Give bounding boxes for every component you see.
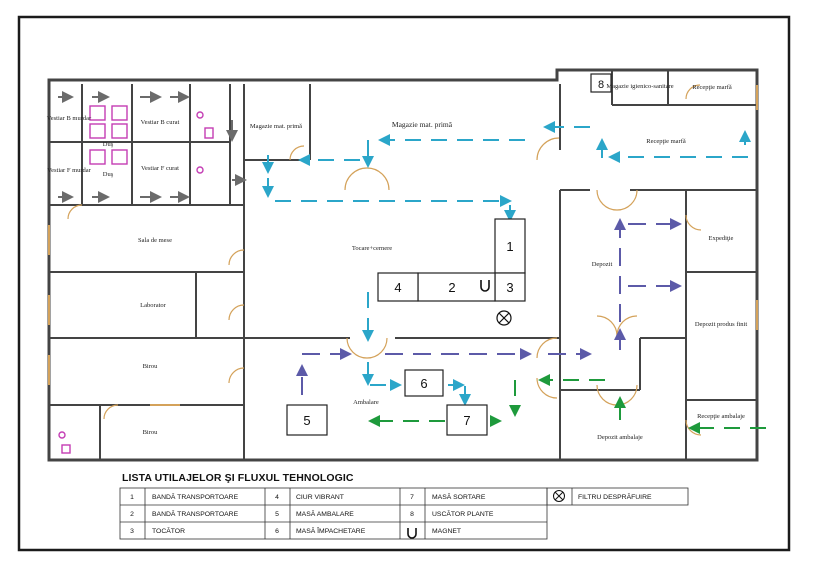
machine-2-box — [417, 272, 496, 302]
room-magazie-large: Magazie mat. primă — [392, 120, 453, 129]
machine-7-box — [446, 404, 488, 436]
room-vestiar-b-murdar: Vestiar B murdar — [47, 115, 92, 122]
room-vestiar-b-curat: Vestiar B curat — [141, 119, 180, 126]
machine-3-label: 3 — [506, 280, 513, 295]
filter-symbol — [496, 310, 512, 326]
purple-flow-arrows — [296, 218, 682, 395]
room-vestiar-f-curat: Vestiar F curat — [141, 165, 179, 172]
doors — [67, 84, 702, 436]
room-depozit: Depozit — [592, 261, 613, 268]
legend-row3-text3: MAGNET — [432, 528, 461, 535]
room-dus-2: Duş — [103, 171, 114, 178]
machine-6-box — [404, 369, 444, 397]
legend-title: LISTA UTILAJELOR ŞI FLUXUL TEHNOLOGIC — [122, 472, 354, 484]
machine-7-label: 7 — [463, 413, 470, 428]
legend-row2-text2: MASĂ AMBALARE — [296, 509, 354, 518]
legend-row2-num2: 5 — [275, 511, 279, 518]
room-sala-de-mese: Sala de mese — [138, 237, 172, 244]
legend-row1-text1: BANDĂ TRANSPORTOARE — [152, 492, 239, 501]
machine-8-box — [590, 73, 612, 93]
machine-5-label: 5 — [303, 413, 310, 428]
equipment-labels: 1 3 2 4 6 5 7 8 — [303, 79, 604, 428]
legend-table — [119, 487, 689, 540]
machine-1-label: 1 — [506, 239, 513, 254]
room-dus-1: Duş — [103, 141, 114, 148]
windows — [48, 85, 758, 406]
machine-6-label: 6 — [420, 376, 427, 391]
legend-row2-text3: USCĂTOR PLANTE — [432, 509, 494, 518]
room-birou-2: Birou — [143, 429, 159, 436]
legend-row1-num3: 7 — [410, 494, 414, 501]
shower-fixtures — [58, 105, 214, 454]
machine-4-label: 4 — [394, 280, 401, 295]
legend-row3-num1: 3 — [130, 528, 134, 535]
machine-5-box — [286, 404, 328, 436]
legend-row1-text2: CIUR VIBRANT — [296, 494, 344, 501]
legend-row2-text1: BANDĂ TRANSPORTOARE — [152, 509, 239, 518]
machine-8-label: 8 — [598, 79, 604, 91]
room-birou-1: Birou — [143, 363, 159, 370]
building-walls — [47, 68, 759, 462]
magnet-symbol — [480, 280, 490, 292]
legend-row2-num1: 2 — [130, 511, 134, 518]
room-vestiar-f-murdar: Vestiar F murdar — [47, 167, 92, 174]
legend-filter-icon — [553, 490, 565, 502]
equipment — [286, 73, 612, 436]
legend-row1-text3: MASĂ SORTARE — [432, 492, 486, 501]
room-expeditie: Expediţie — [709, 235, 734, 242]
legend-magnet-icon — [407, 528, 417, 539]
legend-row2-num3: 8 — [410, 511, 414, 518]
room-laborator: Laborator — [140, 302, 166, 309]
legend-row3-text2: MASĂ ÎMPACHETARE — [296, 526, 366, 535]
legend-filter-label: FILTRU DESPRĂFUIRE — [578, 492, 652, 501]
cyan-flow-arrows — [262, 121, 751, 406]
legend-row3-num2: 6 — [275, 528, 279, 535]
room-ambalare: Ambalare — [353, 399, 379, 406]
room-receptie-marfa-small: Recepţie marfă — [692, 84, 732, 91]
room-depozit-ambalaje: Depozit ambalaje — [597, 434, 643, 441]
room-receptie-marfa: Recepţie marfă — [646, 138, 686, 145]
grey-flow-arrows — [58, 91, 247, 203]
room-receptie-ambalaje: Recepţie ambalaje — [697, 413, 745, 420]
room-magazie-igienico: Magazie igienico-sanitare — [606, 83, 673, 90]
room-tocare: Tocare+cernere — [352, 245, 392, 252]
legend-row1-num1: 1 — [130, 494, 134, 501]
legend-row3-text1: TOCĂTOR — [152, 526, 185, 535]
green-flow-arrows — [368, 374, 766, 434]
legend-row1-num2: 4 — [275, 494, 279, 501]
machine-2-label: 2 — [448, 280, 455, 295]
machine-4-box — [377, 272, 419, 302]
machine-1-box — [494, 218, 526, 274]
room-magazie-small: Magazie mat. primă — [250, 123, 302, 130]
page-frame — [17, 15, 791, 552]
room-depozit-produs-finit: Depozit produs finit — [695, 321, 748, 328]
interior-walls — [49, 70, 757, 460]
